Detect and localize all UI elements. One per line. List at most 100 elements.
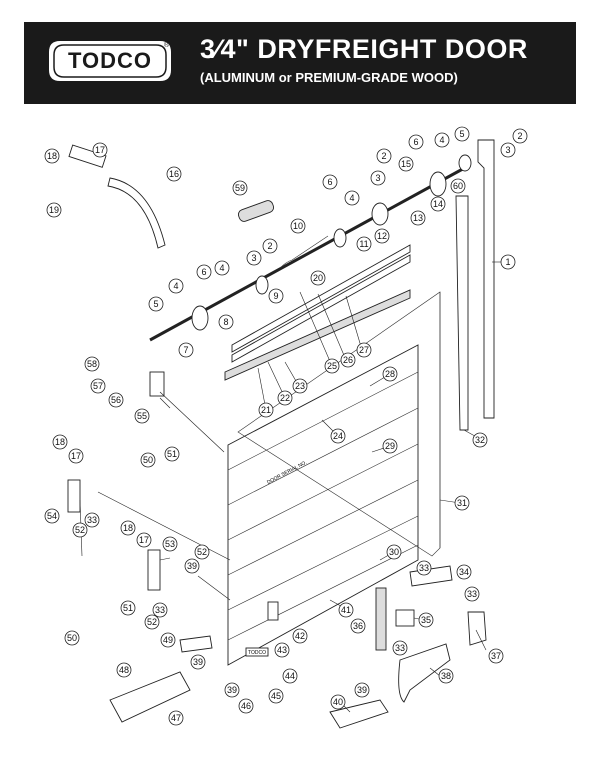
callout-label: 28 — [385, 369, 395, 379]
door-tag-plate — [245, 647, 269, 657]
callout-label: 4 — [439, 135, 444, 145]
callout-label: 17 — [71, 451, 81, 461]
callout-3c: 3 — [246, 250, 262, 266]
callout-label: 9 — [273, 291, 278, 301]
callout-52b: 52 — [194, 544, 210, 560]
callout-label: 33 — [467, 589, 477, 599]
callout-label: 34 — [459, 567, 469, 577]
callout-19: 19 — [46, 202, 62, 218]
door-handle-slot — [267, 601, 279, 621]
callout-20: 20 — [310, 270, 326, 286]
callout-1: 1 — [500, 254, 516, 270]
callout-49: 49 — [160, 632, 176, 648]
callout-22: 22 — [277, 390, 293, 406]
callout-40: 40 — [330, 694, 346, 710]
callout-32: 32 — [472, 432, 488, 448]
callout-3b: 3 — [370, 170, 386, 186]
callout-21: 21 — [258, 402, 274, 418]
callout-label: 38 — [441, 671, 451, 681]
callout-13: 13 — [410, 210, 426, 226]
callout-label: 6 — [413, 137, 418, 147]
callout-label: 7 — [183, 345, 188, 355]
callout-48: 48 — [116, 662, 132, 678]
callout-4d: 4 — [168, 278, 184, 294]
callout-label: 46 — [241, 701, 251, 711]
callout-38: 38 — [438, 668, 454, 684]
callout-label: 47 — [171, 713, 181, 723]
callout-16: 16 — [166, 166, 182, 182]
callout-44: 44 — [282, 668, 298, 684]
callout-label: 52 — [75, 525, 85, 535]
callout-label: 11 — [359, 239, 368, 249]
callout-17c: 17 — [136, 532, 152, 548]
callout-label: 57 — [93, 381, 103, 391]
callout-label: 50 — [143, 455, 153, 465]
callout-label: 48 — [119, 665, 129, 675]
callout-39c: 39 — [224, 682, 240, 698]
callout-label: 5 — [459, 129, 464, 139]
callout-label: 44 — [285, 671, 295, 681]
callout-label: 39 — [193, 657, 203, 667]
callout-9: 9 — [268, 288, 284, 304]
callout-label: 33 — [87, 515, 97, 525]
callout-58: 58 — [84, 356, 100, 372]
callout-label: 60 — [453, 181, 463, 191]
callout-54: 54 — [44, 508, 60, 524]
callout-label: 3 — [251, 253, 256, 263]
callout-56: 56 — [108, 392, 124, 408]
callout-39d: 39 — [354, 682, 370, 698]
callout-5: 5 — [454, 126, 470, 142]
callout-18c: 18 — [120, 520, 136, 536]
callout-43: 43 — [274, 642, 290, 658]
callout-label: 50 — [67, 633, 77, 643]
brand-name: TODCO — [67, 48, 153, 73]
callout-label: 56 — [111, 395, 121, 405]
callout-label: 2 — [267, 241, 272, 251]
callout-label: 39 — [187, 561, 197, 571]
callout-numbers: 1 2 2 2 3 3 3 4 4 4 4 5 5 6 6 6 7 8 9 10… — [44, 126, 528, 726]
callout-17b: 17 — [68, 448, 84, 464]
callout-label: 55 — [137, 411, 147, 421]
callout-label: 40 — [333, 697, 343, 707]
callout-36: 36 — [350, 618, 366, 634]
callout-label: 5 — [153, 299, 158, 309]
callout-label: 51 — [167, 449, 177, 459]
callout-label: 54 — [47, 511, 57, 521]
callout-label: 3 — [505, 145, 510, 155]
exploded-parts-diagram: TODCO DOOR SERIAL NO. — [44, 126, 528, 729]
registered-mark: ® — [164, 42, 170, 49]
callout-53: 53 — [162, 536, 178, 552]
callout-3: 3 — [500, 142, 516, 158]
title-fraction: 3⁄4 — [200, 34, 237, 64]
callout-label: 37 — [491, 651, 501, 661]
callout-label: 8 — [223, 317, 228, 327]
callout-15: 15 — [398, 156, 414, 172]
callout-6c: 6 — [196, 264, 212, 280]
callout-10: 10 — [290, 218, 306, 234]
callout-28: 28 — [382, 366, 398, 382]
callout-34: 34 — [456, 564, 472, 580]
callout-label: 1 — [505, 257, 510, 267]
callout-33e: 33 — [392, 640, 408, 656]
callout-label: 18 — [123, 523, 133, 533]
callout-26: 26 — [340, 352, 356, 368]
callout-label: 13 — [413, 213, 423, 223]
callout-27: 27 — [356, 342, 372, 358]
callout-25: 25 — [324, 358, 340, 374]
page-title: 3⁄4" DRYFREIGHT DOOR — [200, 34, 528, 65]
callout-6: 6 — [408, 134, 424, 150]
callout-14: 14 — [430, 196, 446, 212]
callout-label: 30 — [389, 547, 399, 557]
callout-label: 35 — [421, 615, 431, 625]
callout-60: 60 — [450, 178, 466, 194]
callout-label: 21 — [261, 405, 271, 415]
title-text: " DRYFREIGHT DOOR — [236, 34, 528, 64]
callout-6b: 6 — [322, 174, 338, 190]
callout-label: 33 — [155, 605, 165, 615]
callout-label: 49 — [163, 635, 173, 645]
callout-18: 18 — [44, 148, 60, 164]
callout-label: 22 — [280, 393, 290, 403]
callout-label: 43 — [277, 645, 287, 655]
callout-label: 53 — [165, 539, 175, 549]
callout-52: 52 — [72, 522, 88, 538]
